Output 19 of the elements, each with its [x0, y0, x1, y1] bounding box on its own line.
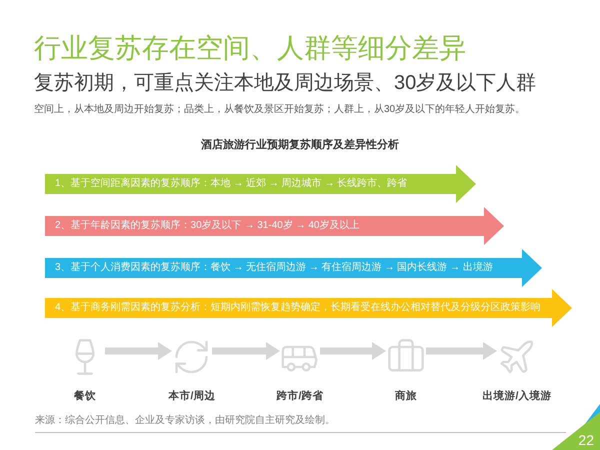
arrow — [105, 342, 172, 360]
category-label: 餐饮 — [74, 389, 96, 403]
chart-heading: 酒店旅游行业预期复苏顺序及差异性分析 — [201, 138, 399, 152]
banner-text: 1、基于空间距离因素的复苏顺序：本地 → 近郊 → 周边城市 → 长线跨市、跨省 — [55, 176, 408, 191]
summary-text: 空间上，从本地及周边开始复苏；品类上，从餐饮及景区开始复苏；人群上，从30岁及以下的年轻人开始复苏。 — [34, 103, 526, 117]
source-note: 来源：综合公开信息、企业及专家访谈，由研究院自主研究及绘制。 — [35, 414, 335, 427]
page-title: 行业复苏存在空间、人群等细分差异 — [34, 32, 466, 65]
category-label: 跨市/跨省 — [276, 389, 324, 403]
arrow — [426, 342, 497, 360]
arrow — [212, 342, 280, 360]
category-label: 商旅 — [395, 389, 417, 403]
category-label: 出境游/入境游 — [482, 389, 552, 403]
subtitle: 复苏初期，可重点关注本地及周边场景、30岁及以下人群 — [34, 71, 536, 96]
banner-text: 3、基于个人消费因素的复苏顺序：餐饮 → 无住宿周边游 → 有住宿周边游 → 国内长线游 → 出境游 — [55, 260, 493, 275]
category-label: 本市/周边 — [168, 389, 216, 403]
banner-text: 4、基于商务刚需因素的复苏分析：短期内刚需恢复趋势确定，长期看受在线办公相对替代及分级分区政策影响 — [55, 300, 541, 315]
page-number: 22 — [578, 432, 594, 448]
arrow — [320, 342, 386, 360]
banner-text: 2、基于年龄因素的复苏顺序：30岁及以下 → 31-40岁 → 40岁及以上 — [55, 218, 360, 233]
